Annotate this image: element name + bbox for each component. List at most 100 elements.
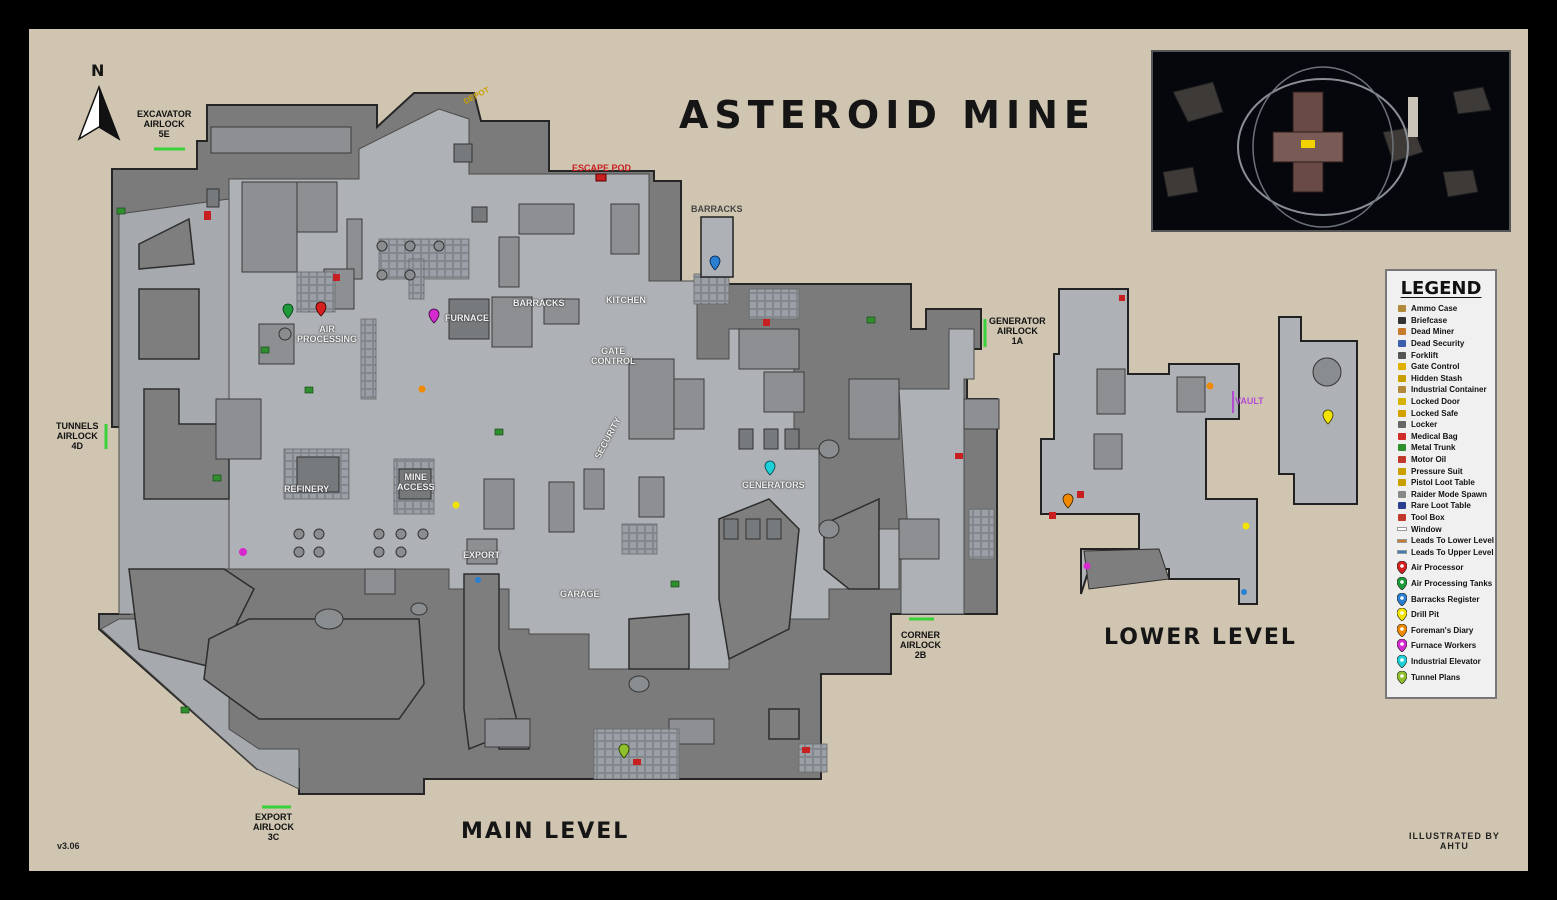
- machines: [206, 143, 800, 540]
- asteroid-mine-thumbnail: [1151, 50, 1511, 232]
- window-icon: [1397, 525, 1407, 533]
- airlocks: [104, 147, 987, 809]
- legend-item: Ammo Case: [1387, 303, 1495, 315]
- legend-item: Locked Safe: [1387, 407, 1495, 419]
- map-pin-icon: [1397, 592, 1407, 606]
- legend-item-label: Dead Miner: [1411, 327, 1455, 337]
- legend-item: Dead Miner: [1387, 326, 1495, 338]
- legend-pin-item: Air Processor: [1387, 560, 1495, 576]
- legend-item: Briefcase: [1387, 315, 1495, 327]
- legend-pin-label: Air Processor: [1411, 563, 1464, 573]
- raider-spawn-icon: [1397, 490, 1407, 498]
- legend-item-label: Medical Bag: [1411, 431, 1458, 441]
- barracks-outside-label: BARRACKS: [691, 204, 743, 214]
- legend-pin-item: Air Processing Tanks: [1387, 576, 1495, 592]
- room-label-kitchen: KITCHEN: [606, 295, 646, 305]
- medical-bag-icon: [1397, 432, 1407, 440]
- legend-item: Motor Oil: [1387, 454, 1495, 466]
- legend-pin-label: Barracks Register: [1411, 594, 1480, 604]
- lower-level-map: [1040, 288, 1358, 605]
- north-label: N: [91, 61, 105, 80]
- legend-item-label: Dead Security: [1411, 339, 1465, 349]
- map-pin-icon: [1397, 654, 1407, 668]
- industrial-container-icon: [1397, 386, 1407, 394]
- legend-item: Rare Loot Table: [1387, 500, 1495, 512]
- legend-item-label: Tool Box: [1411, 512, 1445, 522]
- legend-pin-label: Industrial Elevator: [1411, 656, 1481, 666]
- legend-item: Raider Mode Spawn: [1387, 489, 1495, 501]
- legend-item: Dead Security: [1387, 338, 1495, 350]
- interior-blocks: [210, 126, 1000, 748]
- dead-security-icon: [1397, 340, 1407, 348]
- legend-pin-item: Industrial Elevator: [1387, 654, 1495, 670]
- version-label: v3.06: [57, 841, 80, 851]
- locked-safe-icon: [1397, 409, 1407, 417]
- ammo-case-icon: [1397, 305, 1407, 313]
- room-label-garage: GARAGE: [560, 589, 600, 599]
- locker-icon: [1397, 421, 1407, 429]
- map-pin-icon: [1397, 623, 1407, 637]
- main-level-map: [77, 84, 1358, 809]
- toolbox-icon: [1397, 513, 1407, 521]
- pistol-icon: [1397, 479, 1407, 487]
- legend-item-label: Pressure Suit: [1411, 466, 1463, 476]
- legend-item: Window: [1387, 523, 1495, 535]
- legend-pin-item: Foreman's Diary: [1387, 622, 1495, 638]
- room-label-generators: GENERATORS: [742, 480, 805, 490]
- leads-lower-icon: [1397, 537, 1407, 545]
- room-label-furnace: FURNACE: [445, 313, 489, 323]
- room-label-export: EXPORT: [463, 550, 501, 560]
- legend-item-label: Metal Trunk: [1411, 443, 1456, 453]
- legend-item: Industrial Container: [1387, 384, 1495, 396]
- map-pin-icon: [1397, 608, 1407, 622]
- legend-item-label: Gate Control: [1411, 362, 1460, 372]
- room-label-refinery: REFINERY: [284, 484, 330, 494]
- legend-item-label: Ammo Case: [1411, 304, 1458, 314]
- legend-item: Tool Box: [1387, 512, 1495, 524]
- legend-item: Hidden Stash: [1387, 373, 1495, 385]
- legend-item-label: Briefcase: [1411, 315, 1448, 325]
- briefcase-icon: [1397, 316, 1407, 324]
- legend-item: Leads To Upper Level: [1387, 546, 1495, 558]
- locked-door-icon: [1397, 398, 1407, 406]
- rare-loot-icon: [1397, 502, 1407, 510]
- leads-upper-icon: [1397, 548, 1407, 556]
- legend-pin-label: Furnace Workers: [1411, 641, 1477, 651]
- tanks: [278, 240, 840, 693]
- map-pin-icon: [1397, 670, 1407, 684]
- legend-item: Gate Control: [1387, 361, 1495, 373]
- legend-item-label: Industrial Container: [1411, 385, 1487, 395]
- legend-item: Pressure Suit: [1387, 465, 1495, 477]
- legend-item-label: Rare Loot Table: [1411, 501, 1471, 511]
- map-pins: [239, 255, 1334, 759]
- legend-pin-item: Tunnel Plans: [1387, 669, 1495, 685]
- legend-item-label: Leads To Lower Level: [1411, 536, 1494, 546]
- legend-item: Locked Door: [1387, 396, 1495, 408]
- legend-item: Medical Bag: [1387, 431, 1495, 443]
- legend-item-label: Raider Mode Spawn: [1411, 489, 1488, 499]
- legend-pin-item: Drill Pit: [1387, 607, 1495, 623]
- legend-item-label: Leads To Upper Level: [1411, 547, 1494, 557]
- barracks-outbuilding: [700, 216, 734, 278]
- legend-pin-label: Drill Pit: [1411, 610, 1440, 620]
- rock-islands: [128, 217, 880, 751]
- legend-item: Pistol Loot Table: [1387, 477, 1495, 489]
- map-pin-icon: [1397, 639, 1407, 653]
- legend-item-label: Motor Oil: [1411, 455, 1447, 465]
- legend-item-label: Pistol Loot Table: [1411, 478, 1475, 488]
- legend-pin-label: Foreman's Diary: [1411, 625, 1474, 635]
- motor-oil-icon: [1397, 456, 1407, 464]
- legend-item-label: Locked Door: [1411, 397, 1460, 407]
- legend-item-label: Locked Safe: [1411, 408, 1459, 418]
- legend-item-label: Forklift: [1411, 350, 1439, 360]
